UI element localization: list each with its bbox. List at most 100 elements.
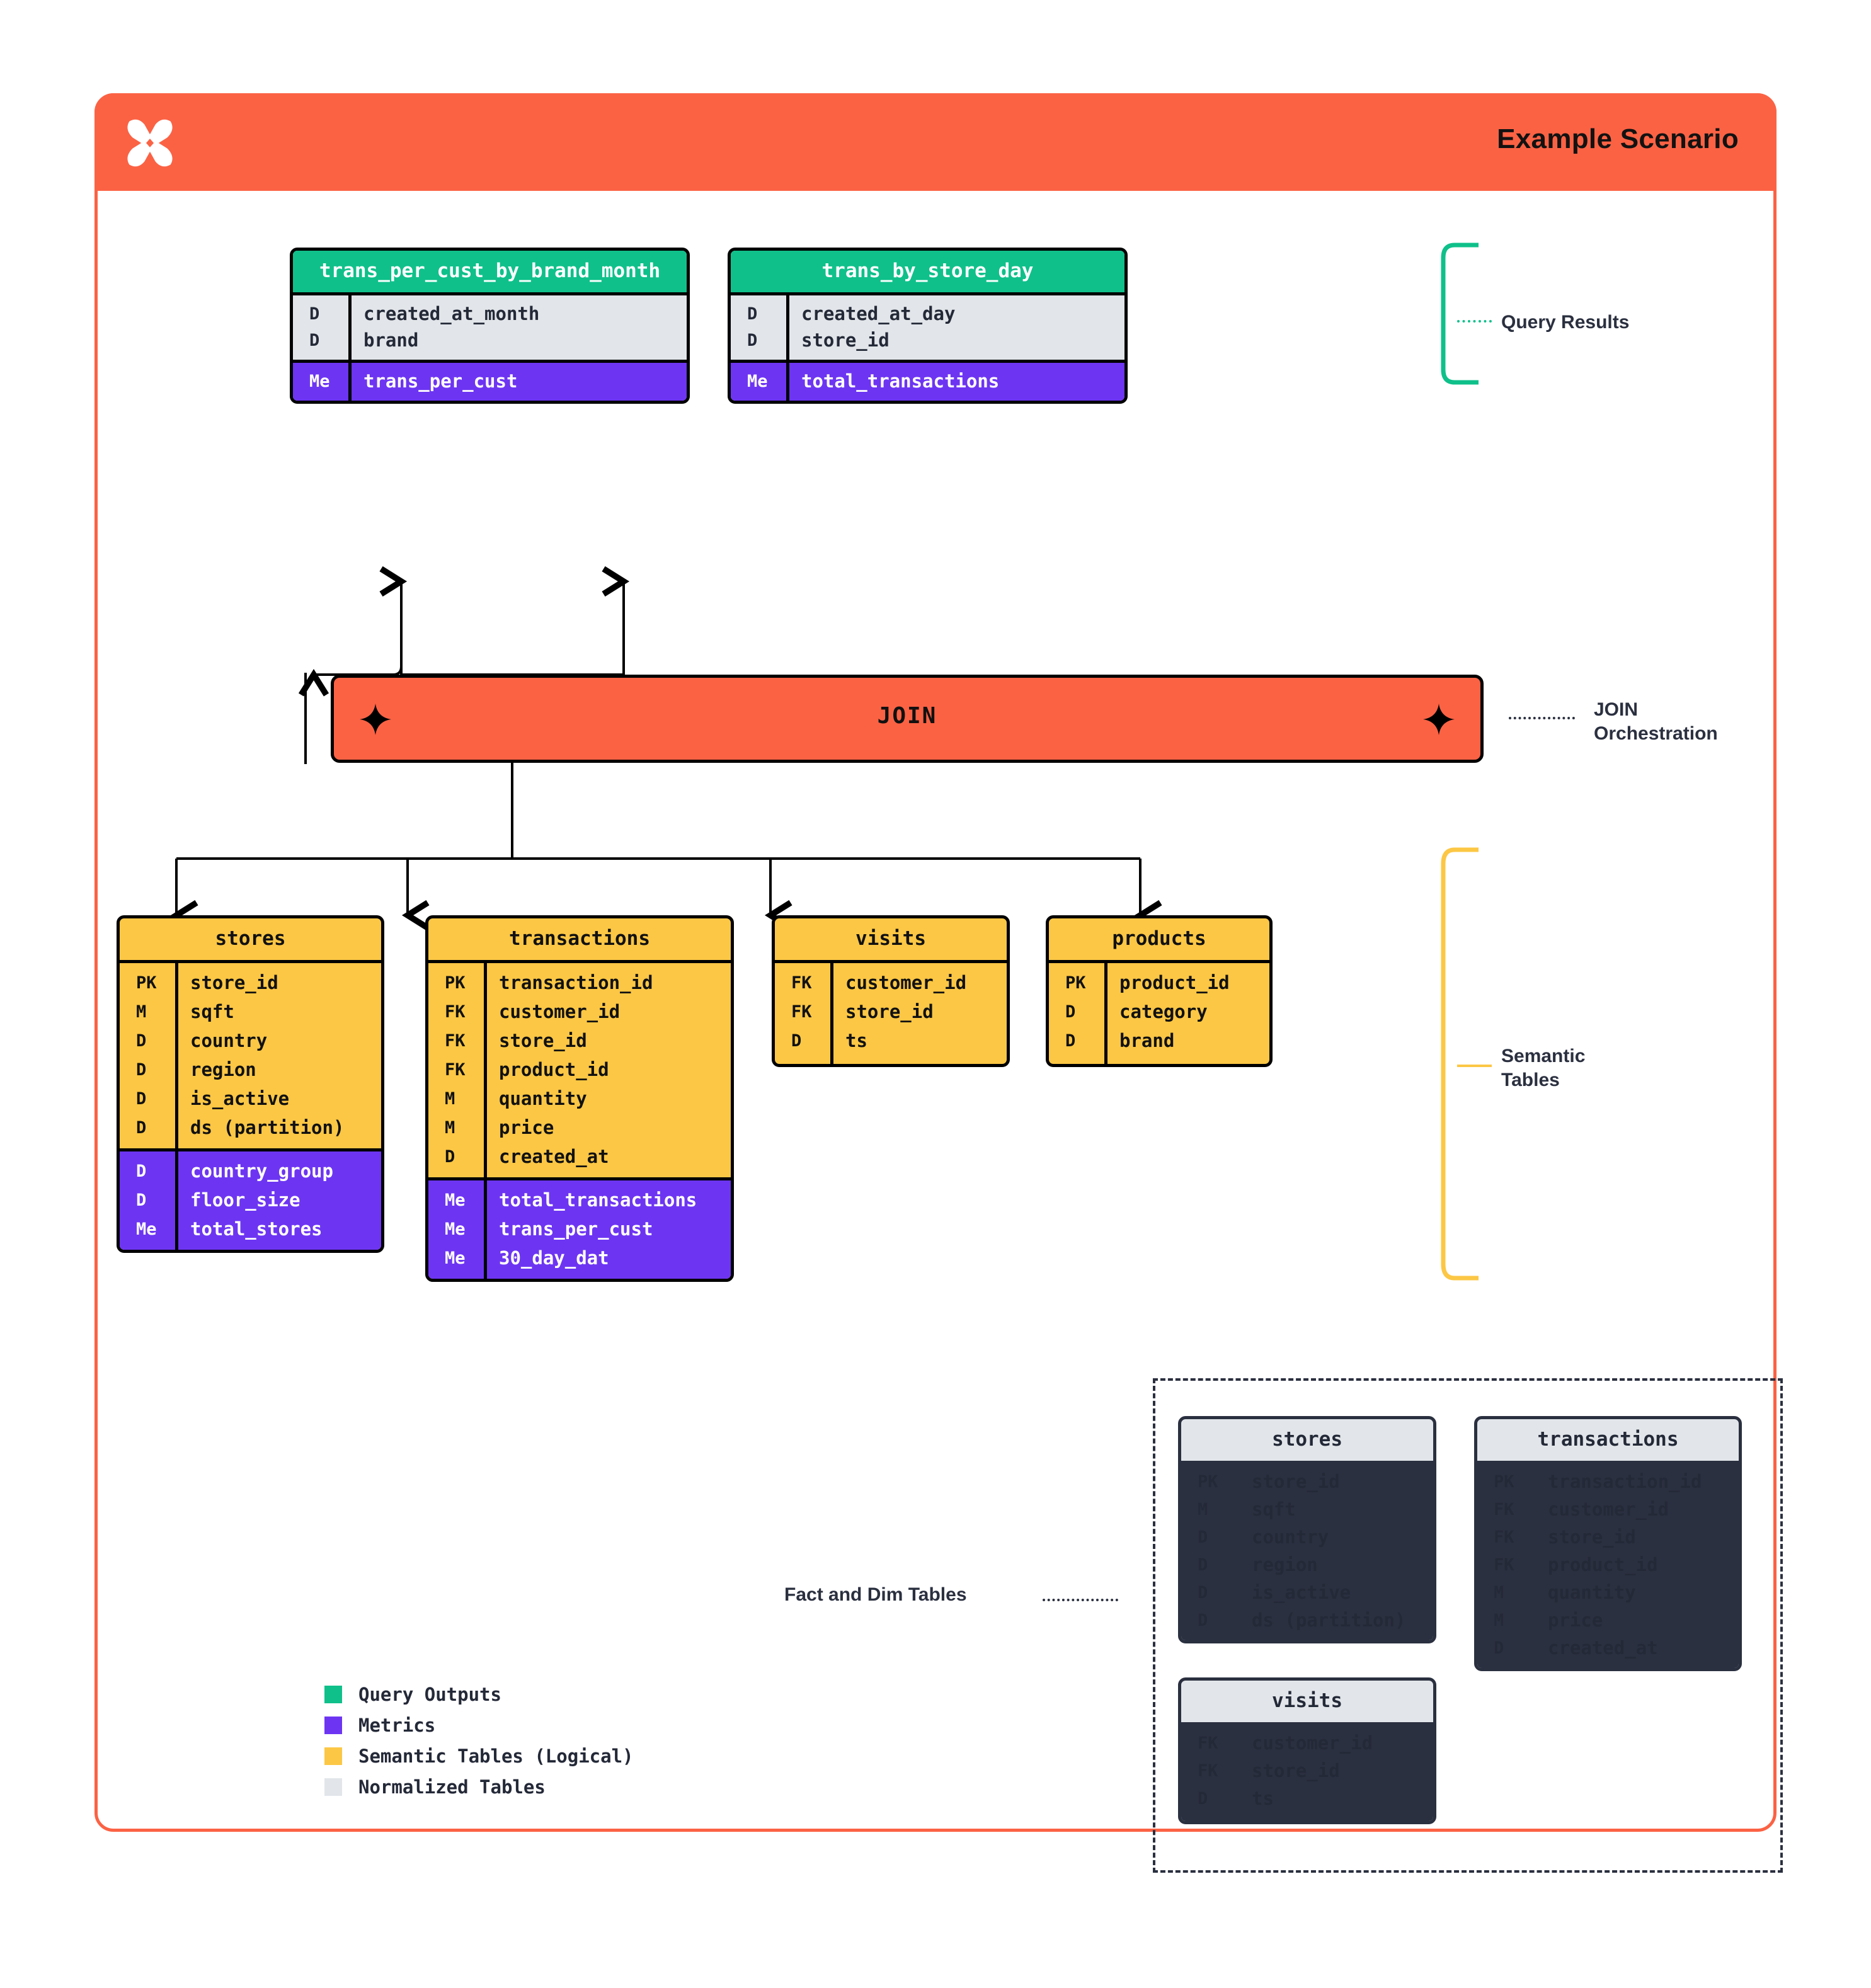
legend-swatch-normalized-tables: [324, 1778, 342, 1796]
row-key: FK: [1494, 1499, 1514, 1519]
sparkle-icon: [360, 704, 391, 735]
table-row: D store_id: [731, 327, 1124, 360]
row-key: Me: [445, 1190, 466, 1210]
fact-dim-label: Fact and Dim Tables: [784, 1584, 967, 1605]
row-field: trans_per_cust: [363, 370, 518, 392]
table-title: transactions: [509, 927, 650, 950]
query-result-table-0[interactable]: trans_per_cust_by_brand_month D created_…: [290, 248, 690, 404]
row-key: FK: [1494, 1527, 1514, 1547]
row-key: D: [136, 1088, 147, 1109]
row-key: FK: [445, 1060, 466, 1080]
row-key: D: [445, 1146, 455, 1167]
row-key: Me: [445, 1248, 466, 1268]
row-field: store_id: [845, 1001, 934, 1022]
row-field: store_id: [801, 329, 890, 351]
semantic-tables-bracket: [1441, 847, 1479, 1281]
row-field: transaction_id: [499, 972, 653, 993]
row-key: D: [747, 330, 758, 350]
row-key: D: [136, 1190, 147, 1210]
row-field: created_at: [1548, 1637, 1658, 1659]
legend-label: Semantic Tables (Logical): [358, 1745, 634, 1767]
table-row: FK product_id: [428, 1055, 731, 1084]
legend-item: Query Outputs: [324, 1684, 634, 1705]
table-title: stores: [1272, 1428, 1342, 1451]
row-key: FK: [445, 1031, 466, 1051]
row-key: D: [1198, 1555, 1208, 1575]
row-field: region: [190, 1059, 256, 1080]
table-title: stores: [215, 927, 286, 950]
table-row: PK transaction_id: [428, 968, 731, 997]
row-field: is_active: [1252, 1582, 1351, 1603]
row-key: D: [1198, 1527, 1208, 1547]
row-field: trans_per_cust: [499, 1218, 653, 1240]
legend: Query Outputs Metrics Semantic Tables (L…: [324, 1684, 634, 1807]
dimension-rows: D created_at_day D store_id: [731, 292, 1124, 360]
legend-swatch-query-outputs: [324, 1686, 342, 1703]
row-key: FK: [791, 1002, 812, 1022]
semantic-tables-leader: [1457, 1065, 1492, 1067]
row-key: FK: [1198, 1761, 1218, 1781]
row-key: D: [1198, 1582, 1208, 1602]
row-key: PK: [1065, 973, 1086, 993]
fact-dim-leader: [1043, 1599, 1118, 1601]
row-key: PK: [136, 973, 157, 993]
legend-item: Normalized Tables: [324, 1776, 634, 1798]
row-key: D: [1198, 1610, 1208, 1630]
row-field: store_id: [1252, 1760, 1340, 1781]
row-field: store_id: [190, 972, 278, 993]
row-field: floor_size: [190, 1189, 300, 1211]
row-field: quantity: [499, 1088, 587, 1109]
page-title: Example Scenario: [1497, 123, 1739, 154]
table-row: D created_at_month: [293, 295, 687, 327]
row-field: ts: [1252, 1788, 1274, 1809]
query-result-table-1[interactable]: trans_by_store_day D created_at_day D st…: [728, 248, 1128, 404]
metric-rows: Me trans_per_cust: [293, 360, 687, 401]
table-row: FK store_id: [775, 997, 1007, 1026]
query-results-bracket: [1441, 243, 1479, 385]
query-results-label: Query Results: [1501, 312, 1630, 333]
row-field: store_id: [1548, 1526, 1636, 1548]
diagram-card: Example Scenario trans_per_cust_by: [94, 93, 1783, 1873]
dimension-rows: D created_at_month D brand: [293, 292, 687, 360]
table-row: PK store_id: [120, 968, 381, 997]
table-row: Me trans_per_cust: [293, 363, 687, 401]
sparkle-icon: [1423, 704, 1455, 735]
row-field: product_id: [499, 1059, 609, 1080]
row-field: sqft: [1252, 1499, 1296, 1520]
row-field: total_transactions: [801, 370, 1000, 392]
row-field: created_at_month: [363, 303, 540, 324]
join-orchestration-bar[interactable]: JOIN: [331, 675, 1484, 763]
query-results-leader: [1457, 320, 1492, 323]
row-key: PK: [445, 973, 466, 993]
table-row: FK store_id: [1181, 1757, 1433, 1785]
